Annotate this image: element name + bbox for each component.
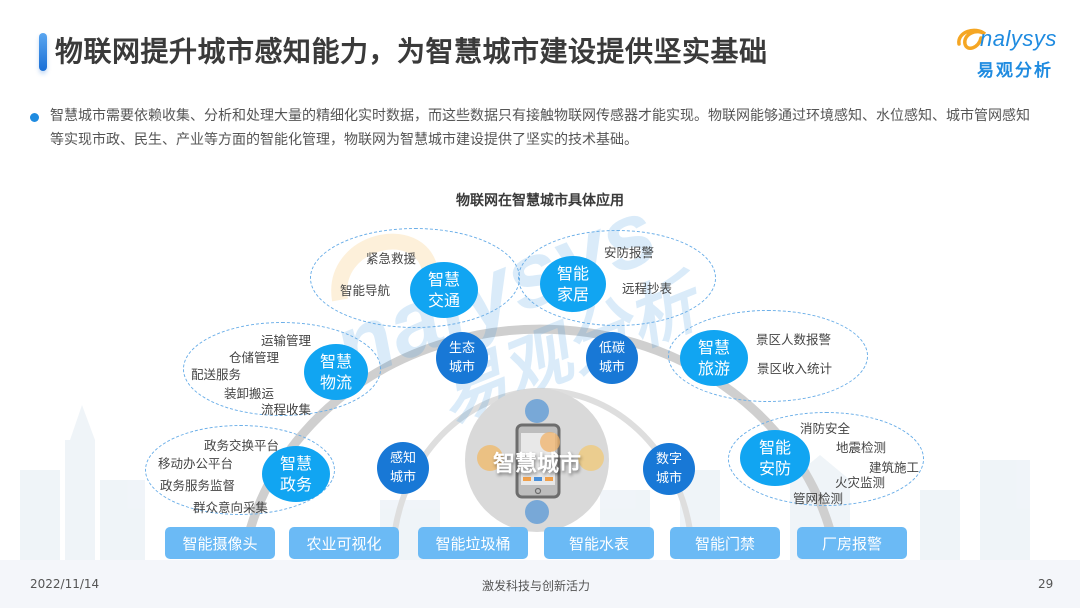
node-digital-city: 数字 城市	[643, 443, 695, 495]
node-perception-city: 感知 城市	[377, 442, 429, 494]
node-smart-government: 智慧 政务	[262, 446, 330, 502]
tag-smart-water-meter: 智能水表	[544, 527, 654, 559]
cluster-item: 政务交换平台	[204, 438, 280, 453]
footer-slogan: 激发科技与创新活力	[482, 579, 591, 593]
node-low-carbon-city: 低碳 城市	[586, 332, 638, 384]
cluster-item: 远程抄表	[622, 281, 673, 296]
cluster-item: 装卸搬运	[224, 386, 275, 401]
intro-paragraph: 智慧城市需要依赖收集、分析和处理大量的精细化实时数据，而这些数据只有接触物联网传…	[50, 108, 1030, 148]
tag-agri-visualization: 农业可视化	[289, 527, 399, 559]
node-smart-traffic: 智慧 交通	[410, 262, 478, 318]
page-title: 物联网提升城市感知能力，为智慧城市建设提供坚实基础	[55, 35, 768, 68]
core-label: 智慧城市	[493, 452, 582, 477]
node-eco-city: 生态 城市	[436, 332, 488, 384]
cluster-item: 建筑施工	[869, 460, 920, 475]
cluster-ellipse-security	[728, 412, 924, 506]
node-smart-security: 智能 安防	[740, 430, 810, 486]
cluster-item: 消防安全	[800, 421, 851, 436]
page-number: 29	[1038, 577, 1054, 591]
logo-chinese: 易观分析	[977, 61, 1053, 81]
smartphone-icon	[515, 423, 561, 499]
cluster-item: 配送服务	[191, 367, 242, 382]
node-smart-tourism: 智慧 旅游	[680, 330, 748, 386]
cluster-item: 紧急救援	[366, 251, 417, 266]
cluster-item: 运输管理	[261, 333, 312, 348]
tag-smart-camera: 智能摄像头	[165, 527, 275, 559]
cluster-item: 景区收入统计	[757, 361, 833, 376]
analysys-logo-swoosh-icon	[957, 28, 987, 50]
node-smart-logistics: 智慧 物流	[304, 344, 368, 400]
logo-english: nalysys	[980, 26, 1057, 51]
node-smart-home: 智能 家居	[540, 256, 606, 312]
cluster-item: 安防报警	[604, 245, 655, 260]
cluster-item: 流程收集	[261, 402, 312, 417]
cluster-ellipse-tourism	[668, 310, 868, 402]
tag-smart-access-control: 智能门禁	[670, 527, 780, 559]
ambulance-icon	[525, 399, 549, 423]
tag-smart-trash-bin: 智能垃圾桶	[418, 527, 528, 559]
heart-icon	[540, 432, 560, 452]
cluster-item: 火灾监测	[835, 475, 886, 490]
cluster-item: 景区人数报警	[756, 332, 832, 347]
cluster-ellipse-home	[518, 230, 716, 326]
bullet-icon	[30, 113, 39, 122]
cluster-item: 群众意向采集	[193, 500, 269, 515]
medicine-icon	[525, 500, 549, 524]
cluster-item: 政务服务监督	[160, 478, 236, 493]
cluster-item: 管网检测	[793, 491, 844, 506]
cluster-ellipse-logistics	[183, 322, 381, 416]
cluster-ellipse-government	[145, 425, 335, 515]
footer-date: 2022/11/14	[30, 577, 100, 591]
title-accent-bar	[39, 33, 47, 71]
tag-factory-alarm: 厂房报警	[797, 527, 907, 559]
cluster-item: 移动办公平台	[158, 456, 234, 471]
gamepad-icon	[578, 445, 604, 471]
camera-icon	[477, 445, 503, 471]
diagram-title: 物联网在智慧城市具体应用	[456, 193, 624, 209]
cluster-item: 仓储管理	[229, 350, 280, 365]
cluster-item: 地震检测	[836, 440, 887, 455]
cluster-item: 智能导航	[340, 283, 391, 298]
